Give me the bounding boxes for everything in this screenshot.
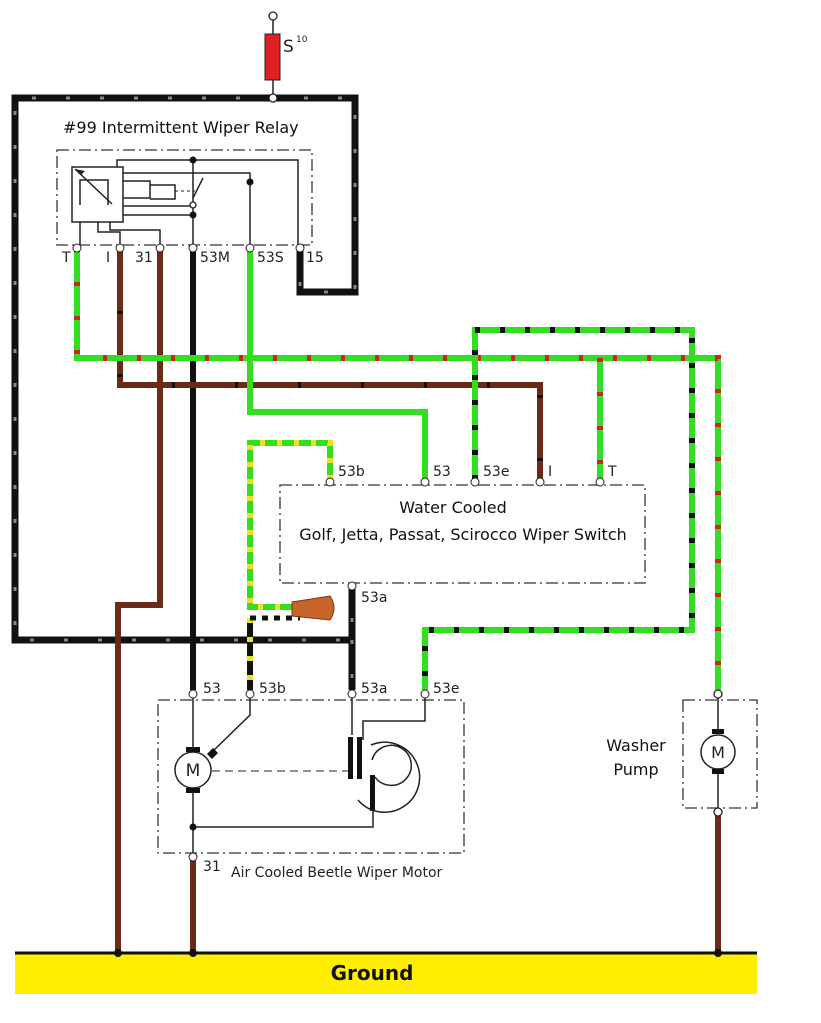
motor-terminal-53a: 53a (361, 681, 387, 697)
ground-bar (15, 954, 757, 994)
wire-53s-green (247, 248, 428, 480)
fuse-s10: S 10 (264, 11, 308, 98)
washer-pump-label-1: Washer (606, 736, 666, 755)
relay-terminal-31: 31 (135, 250, 153, 266)
wiper-switch-title-1: Water Cooled (399, 498, 507, 517)
switch-terminal-53b: 53b (338, 464, 365, 480)
switch-terminal-t: T (607, 464, 617, 480)
relay-title: #99 Intermittent Wiper Relay (63, 118, 299, 137)
wire-31-brown (115, 248, 163, 953)
switch-terminal-53a: 53a (361, 590, 387, 606)
wiper-motor-title: Air Cooled Beetle Wiper Motor (231, 865, 443, 881)
switch-terminal-53e: 53e (483, 464, 509, 480)
ground-label: Ground (331, 961, 414, 985)
motor-terminal-53b: 53b (259, 681, 286, 697)
relay-terminal-15: 15 (306, 250, 324, 266)
ground-junctions (114, 949, 722, 957)
motor-terminal-53: 53 (203, 681, 221, 697)
fuse-junction (268, 93, 278, 103)
wire-i-brown (117, 248, 543, 480)
relay-terminal-t: T (61, 250, 71, 266)
relay-terminal-i: I (106, 250, 110, 266)
wire-black-loop (11, 94, 359, 690)
switch-terminal-i: I (548, 464, 552, 480)
wire-ground-brown (190, 812, 721, 953)
washer-pump-m: M (711, 743, 725, 762)
fuse-label: S (283, 37, 294, 57)
motor-terminal-53e: 53e (433, 681, 459, 697)
wire-connector (291, 595, 335, 621)
wiper-motor-box: M 53 53b 53a 53e 31 Air Cooled Beetle Wi… (157, 681, 465, 881)
wiper-motor-m: M (186, 761, 201, 781)
relay-terminal-53s: 53S (257, 250, 284, 266)
relay-terminal-53m: 53M (200, 250, 230, 266)
wire-53e-green-black (422, 327, 695, 690)
motor-terminal-31: 31 (203, 859, 221, 875)
switch-terminal-53: 53 (433, 464, 451, 480)
wire-t-green-red (74, 248, 721, 690)
relay-box: #99 Intermittent Wiper Relay T I 31 53M … (56, 118, 324, 266)
wire-53b-green-yellow (247, 440, 333, 690)
washer-pump-label-2: Pump (613, 760, 658, 779)
wiper-switch-box: Water Cooled Golf, Jetta, Passat, Sciroc… (279, 464, 646, 606)
fuse-number: 10 (296, 35, 308, 45)
washer-pump-box: M Washer Pump (606, 689, 758, 817)
wiper-switch-title-2: Golf, Jetta, Passat, Scirocco Wiper Swit… (299, 525, 627, 544)
